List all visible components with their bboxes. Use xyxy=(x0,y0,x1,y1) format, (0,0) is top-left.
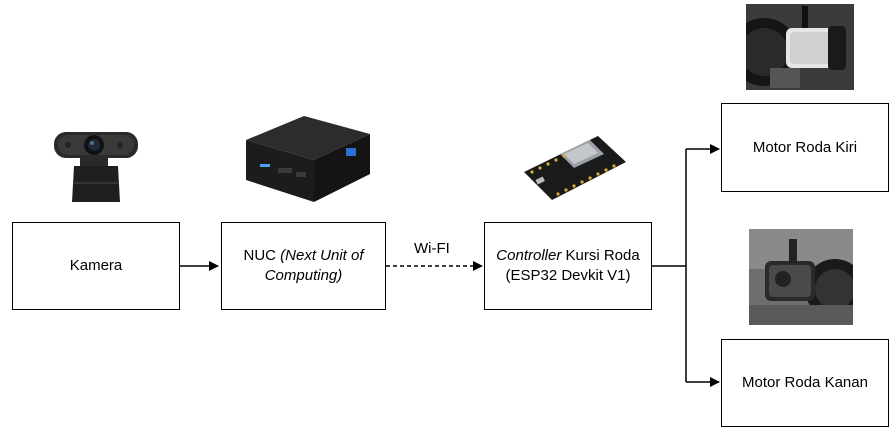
node-nuc-label: NUC (Next Unit of Computing) xyxy=(222,246,385,286)
node-controller-label-plain: Kursi Roda xyxy=(561,247,640,264)
esp32-board-icon xyxy=(524,136,626,200)
node-motor-kiri: Motor Roda Kiri xyxy=(721,103,889,192)
node-controller-label-line2: (ESP32 Devkit V1) xyxy=(505,267,631,284)
node-controller-label: Controller Kursi Roda (ESP32 Devkit V1) xyxy=(496,246,639,286)
motor-left-photo xyxy=(746,4,854,90)
node-motor-kanan: Motor Roda Kanan xyxy=(721,339,889,427)
node-kamera-label: Kamera xyxy=(69,257,123,274)
node-nuc-label-plain: NUC xyxy=(243,247,281,264)
motor-right-photo xyxy=(749,229,853,325)
node-nuc: NUC (Next Unit of Computing) xyxy=(221,222,386,310)
edge-label-wifi: Wi-FI xyxy=(412,240,452,257)
node-motor-kanan-label: Motor Roda Kanan xyxy=(742,374,868,391)
node-kamera: Kamera xyxy=(12,222,180,310)
mini-pc-icon xyxy=(246,116,370,202)
node-nuc-label-italic: (Next Unit of Computing) xyxy=(264,247,364,284)
node-motor-kiri-label: Motor Roda Kiri xyxy=(752,138,858,156)
webcam-icon xyxy=(54,132,138,202)
node-controller-label-italic: Controller xyxy=(496,247,562,264)
node-controller: Controller Kursi Roda (ESP32 Devkit V1) xyxy=(484,222,652,310)
